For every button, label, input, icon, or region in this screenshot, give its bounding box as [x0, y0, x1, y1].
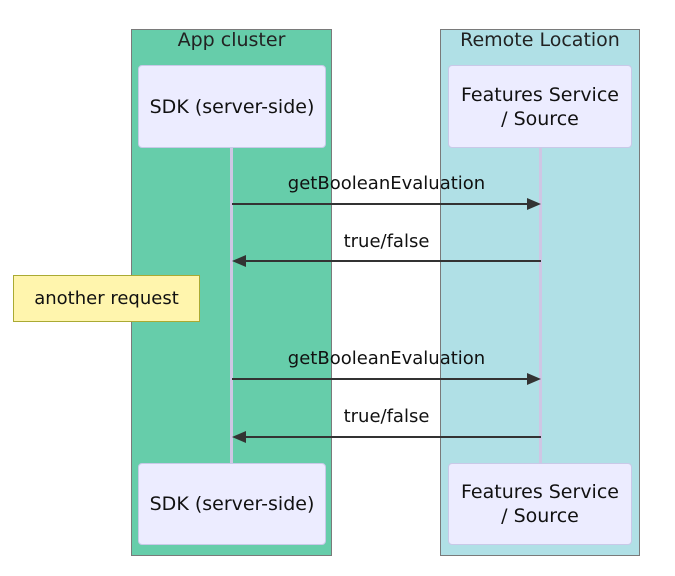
participant-features-service-bottom: Features Service / Source: [448, 463, 632, 545]
arrowhead-right-icon: [527, 198, 541, 210]
lane-title-app-cluster: App cluster: [177, 29, 286, 51]
note-text: another request: [34, 288, 179, 309]
message-arrow-left-1: [232, 255, 541, 267]
lane-title-remote-location: Remote Location: [460, 29, 620, 51]
arrowhead-right-icon: [527, 373, 541, 385]
participant-label-line1: Features Service: [461, 83, 619, 106]
participant-label: SDK (server-side): [149, 493, 315, 515]
participant-label-line2: / Source: [501, 505, 579, 527]
participant-label-line2: / Source: [501, 107, 579, 130]
arrow-shaft: [242, 436, 541, 438]
arrow-shaft: [232, 203, 531, 205]
participant-sdk-top: SDK (server-side): [138, 65, 326, 148]
participant-features-service-top: Features Service / Source: [448, 65, 632, 148]
message-label-get-boolean-evaluation-1: getBooleanEvaluation: [287, 173, 486, 194]
message-label-true-false-2: true/false: [343, 406, 430, 427]
lifeline-features-service: [539, 148, 542, 463]
lifeline-sdk: [230, 148, 233, 463]
participant-label: SDK (server-side): [149, 95, 315, 118]
arrowhead-left-icon: [232, 255, 246, 267]
participant-sdk-bottom: SDK (server-side): [138, 463, 326, 545]
message-arrow-left-2: [232, 431, 541, 443]
message-arrow-right-2: [232, 373, 541, 385]
note-another-request: another request: [13, 275, 200, 322]
message-label-get-boolean-evaluation-2: getBooleanEvaluation: [287, 348, 486, 369]
message-arrow-right-1: [232, 198, 541, 210]
arrowhead-left-icon: [232, 431, 246, 443]
arrow-shaft: [242, 260, 541, 262]
participant-label-line1: Features Service: [461, 481, 619, 503]
arrow-shaft: [232, 378, 531, 380]
message-label-true-false-1: true/false: [343, 231, 430, 252]
